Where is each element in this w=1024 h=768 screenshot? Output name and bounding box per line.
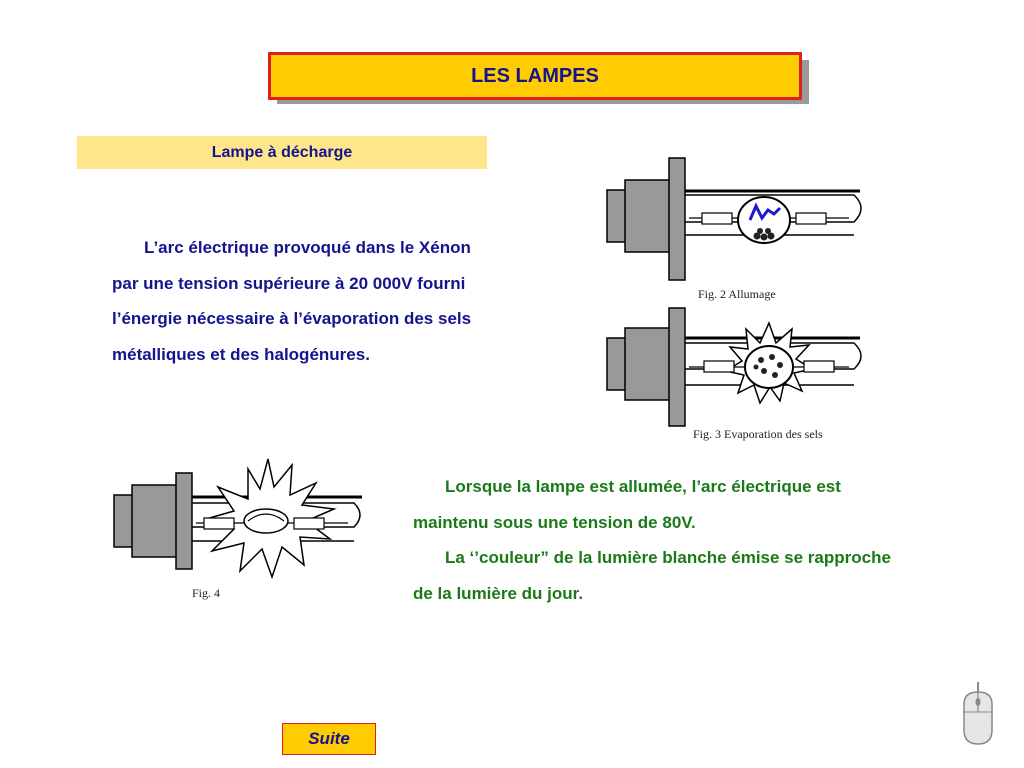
paragraph-line: L’arc électrique provoqué dans le Xénon (144, 238, 471, 257)
paragraph-operation: Lorsque la lampe est allumée, l’arc élec… (413, 469, 973, 611)
mouse-icon[interactable] (958, 682, 998, 748)
figure-evaporation: Fig. 3 Evaporation des sels (606, 307, 862, 441)
paragraph-line: de la lumière du jour. (413, 583, 584, 603)
paragraph-ignition: L’arc électrique provoqué dans le Xénon … (112, 230, 536, 372)
paragraph-line: l’énergie nécessaire à l’évaporation des… (112, 309, 472, 328)
fig2-caption: Fig. 2 Allumage (698, 287, 776, 301)
fig3-caption: Fig. 3 Evaporation des sels (693, 427, 823, 441)
figure-lamp-on: Fig. 4 (113, 458, 362, 600)
suite-button[interactable]: Suite (282, 723, 376, 755)
fig4-caption: Fig. 4 (192, 586, 220, 600)
section-subtitle: Lampe à décharge (77, 136, 487, 169)
paragraph-line: Lorsque la lampe est allumée, l’arc élec… (445, 477, 841, 496)
page-title: LES LAMPES (268, 52, 802, 100)
paragraph-line: par une tension supérieure à 20 000V fou… (112, 273, 466, 293)
paragraph-line: métalliques et des halogénures. (112, 344, 370, 364)
paragraph-line: maintenu sous une tension de 80V. (413, 512, 696, 532)
figure-ignition: Fig. 2 Allumage (606, 157, 862, 301)
paragraph-line: La ‘’couleur” de la lumière blanche émis… (445, 548, 891, 567)
